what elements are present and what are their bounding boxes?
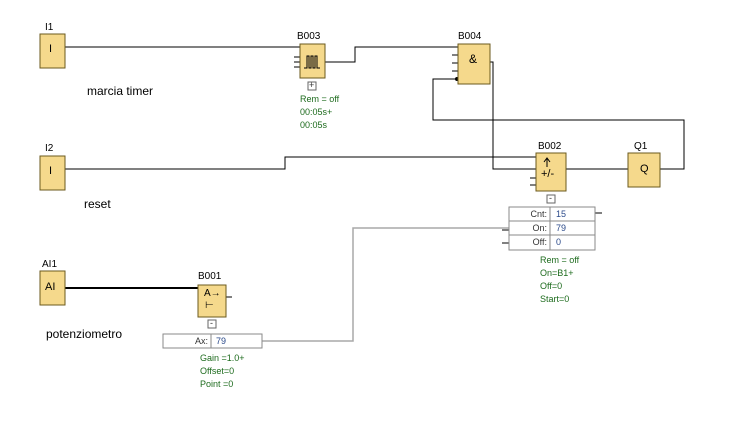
label-marcia-timer: marcia timer [87,84,154,98]
block-b003-name: B003 [297,31,321,42]
b003-param-rem: Rem = off [300,94,340,104]
block-b004-name: B004 [458,31,482,42]
wire-b003-b004 [325,46,458,63]
block-b002 [535,152,567,192]
block-q1 [627,152,661,188]
label-potenziometro: potenziometro [46,327,123,341]
b002-param-off: Off=0 [540,281,563,291]
b002-row-on-label: On: [532,223,547,233]
b001-param-point: Point =0 [200,379,234,389]
b002-collapse-toggle[interactable]: - [549,193,552,203]
block-i1 [39,33,66,69]
block-i2-symbol: I [49,165,53,177]
b002-params: Rem = off On=B1+ Off=0 Start=0 [540,254,579,306]
block-i2-name: I2 [45,143,54,154]
b003-expand-toggle[interactable]: + [309,80,315,90]
b002-row-cnt-label: Cnt: [530,209,547,219]
b002-row-off-label: Off: [532,237,547,247]
wire-i2-b002 [65,156,536,170]
wire-b004-b002 [490,61,536,170]
wire-b001-b002-analog [262,227,509,342]
b002-row-off-value[interactable]: 0 [556,237,562,247]
block-b004 [457,43,491,85]
b001-row-ax-label: Ax: [194,336,208,346]
b002-collapse-box [546,194,556,204]
b003-expand-box [307,81,317,91]
b002-param-table [508,206,596,251]
b001-params: Gain =1.0+ Offset=0 Point =0 [200,352,245,391]
block-b002-name: B002 [538,141,562,152]
b002-row-on-value[interactable]: 79 [556,223,567,233]
block-q1-name: Q1 [634,141,648,152]
block-b001-symbol-top: A→ [204,288,221,299]
b003-params: Rem = off 00:05s+ 00:05s [300,93,339,132]
b001-collapse-toggle[interactable]: - [210,318,213,328]
b001-param-table [162,333,263,349]
b002-param-on: On=B1+ [540,268,574,278]
b003-param-off: 00:05s [300,120,328,130]
block-b001-symbol-bottom: ⊢ [205,300,214,311]
block-b001-name: B001 [198,271,222,282]
block-i1-symbol: I [49,43,53,55]
block-b001 [197,284,227,318]
b001-collapse-box [207,319,217,329]
block-i2 [39,155,66,191]
wire-q1-feedback [432,78,685,170]
block-ai1-name: AI1 [42,259,58,270]
b001-row-ax-value[interactable]: 79 [216,336,227,346]
b002-param-rem: Rem = off [540,255,580,265]
block-b004-symbol: & [469,52,478,66]
label-reset: reset [84,197,111,211]
block-q1-symbol: Q [640,163,649,175]
b002-row-cnt-value[interactable]: 15 [556,209,567,219]
pulse-icon [304,55,320,69]
block-ai1-symbol: AI [45,281,56,293]
block-i1-name: I1 [45,22,54,33]
count-arrow-icon [543,157,551,167]
b002-param-start: Start=0 [540,294,570,304]
b001-param-offset: Offset=0 [200,366,235,376]
block-ai1 [39,270,66,306]
b001-param-gain: Gain =1.0+ [200,353,245,363]
b003-param-on: 00:05s+ [300,107,333,117]
block-b002-symbol: +/- [541,168,555,180]
